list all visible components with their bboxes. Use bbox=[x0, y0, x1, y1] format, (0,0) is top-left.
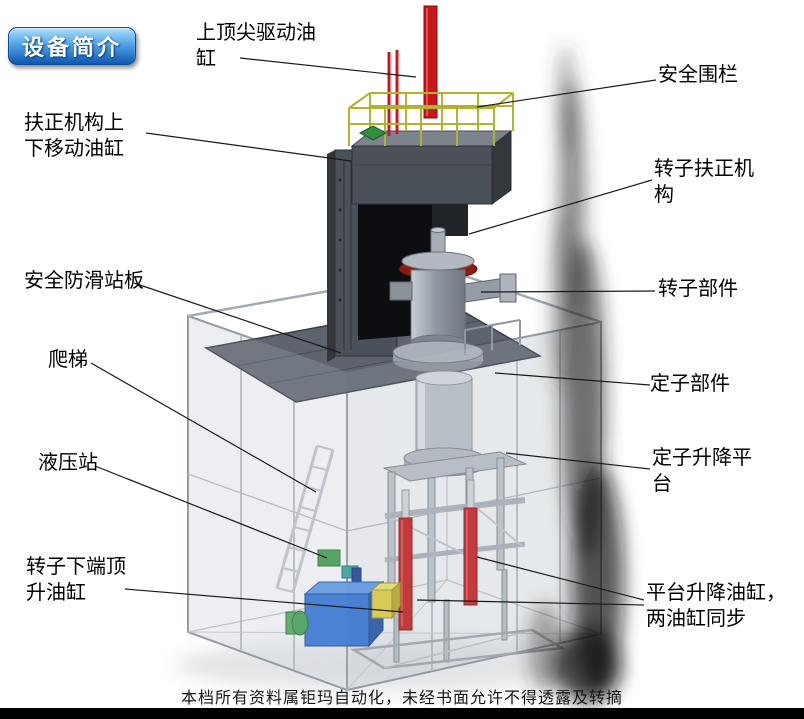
callout-platform-lift-cylinders: 平台升降油缸， 两油缸同步 bbox=[646, 582, 786, 630]
callout-hydraulic-station: 液压站 bbox=[38, 452, 98, 474]
title-badge: 设备简介 bbox=[8, 27, 136, 65]
bottom-bar bbox=[0, 708, 804, 719]
callout-safety-fence: 安全围栏 bbox=[658, 64, 738, 86]
platform-side-guides bbox=[464, 319, 521, 355]
callout-top-tip-drive-cylinder: 上顶尖驱动油 缸 bbox=[196, 22, 316, 70]
callout-stator-part: 定子部件 bbox=[650, 373, 730, 395]
callout-rotor-centering-mechanism: 转子扶正机 构 bbox=[654, 158, 754, 206]
floor-shadow bbox=[175, 639, 605, 691]
press-column bbox=[327, 129, 513, 362]
callout-rotor-part: 转子部件 bbox=[658, 278, 738, 300]
callout-ladder: 爬梯 bbox=[48, 349, 88, 371]
footer-disclaimer: 本档所有资料属钜玛自动化，未经书面允许不得透露及转摘 bbox=[180, 690, 623, 707]
railing-step-plate bbox=[358, 125, 388, 141]
safety-railing bbox=[348, 92, 514, 146]
callout-antislip-standing-board: 安全防滑站板 bbox=[24, 270, 144, 292]
callout-centering-lift-cylinder: 扶正机构上 下移动油缸 bbox=[24, 112, 124, 160]
top-drive-rod bbox=[387, 5, 438, 136]
callout-stator-lift-platform: 定子升降平 台 bbox=[652, 447, 752, 495]
callout-rotor-bottom-jack-cylinder: 转子下端顶 升油缸 bbox=[26, 556, 126, 604]
rotor-assembly bbox=[389, 227, 517, 373]
